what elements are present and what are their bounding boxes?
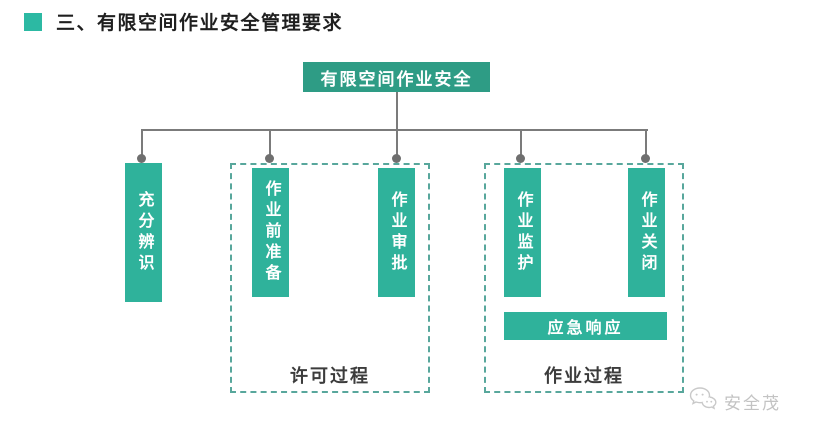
connector-drop-3 [396,129,398,156]
node-operation-monitoring-label: 作业监护 [514,190,532,275]
node-pre-operation-preparation-label: 作业前准备 [262,180,280,285]
node-emergency-response-label: 应急响应 [547,320,624,337]
root-node-confined-space-safety: 有限空间作业安全 [303,62,490,92]
title-row: 三、有限空间作业安全管理要求 [24,8,343,35]
node-operation-approval: 作业审批 [378,168,415,297]
connector-dot-4 [516,154,525,163]
connector-dot-1 [137,154,146,163]
connector-stem [396,92,398,129]
connector-dot-5 [641,154,650,163]
node-operation-closure-label: 作业关闭 [638,190,656,275]
connector-dot-2 [265,154,274,163]
watermark: 安全茂 [688,386,781,417]
chat-bubbles-icon [688,386,718,417]
watermark-label: 安全茂 [724,394,781,413]
connector-drop-4 [520,129,522,156]
page-title: 三、有限空间作业安全管理要求 [56,13,344,34]
node-emergency-response: 应急响应 [504,312,667,340]
root-node-label: 有限空间作业安全 [320,69,473,89]
node-pre-operation-preparation: 作业前准备 [252,168,289,297]
group-box-operation-process [484,163,684,393]
connector-drop-2 [269,129,271,156]
group-label-operation-process: 作业过程 [544,366,624,386]
connector-drop-1 [141,129,143,156]
connector-dot-3 [392,154,401,163]
node-operation-approval-label: 作业审批 [388,190,406,275]
node-operation-monitoring: 作业监护 [504,168,541,297]
group-box-permit-process [230,163,430,393]
node-full-identification: 充分辨识 [125,163,162,302]
connector-drop-5 [645,129,647,156]
node-operation-closure: 作业关闭 [628,168,665,297]
title-bullet-square [24,12,42,31]
node-full-identification-label: 充分辨识 [135,190,153,275]
connector-horizontal-bar [141,129,648,131]
group-label-permit-process: 许可过程 [290,366,370,386]
